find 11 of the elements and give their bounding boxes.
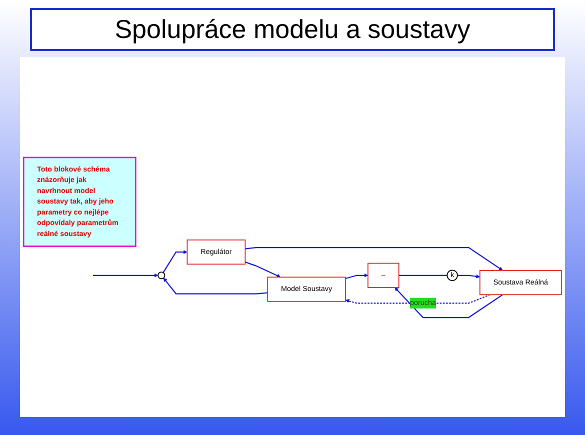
arrow xyxy=(345,272,368,279)
arrow xyxy=(245,246,503,270)
arrow xyxy=(394,286,503,318)
arrow xyxy=(245,261,281,277)
title: Spolupráce modelu a soustavy xyxy=(30,8,555,51)
node-circle xyxy=(158,271,166,279)
arrow xyxy=(93,272,158,277)
connector xyxy=(398,274,448,276)
arrow xyxy=(163,277,268,294)
arrow xyxy=(162,250,188,272)
arrow xyxy=(457,274,480,278)
